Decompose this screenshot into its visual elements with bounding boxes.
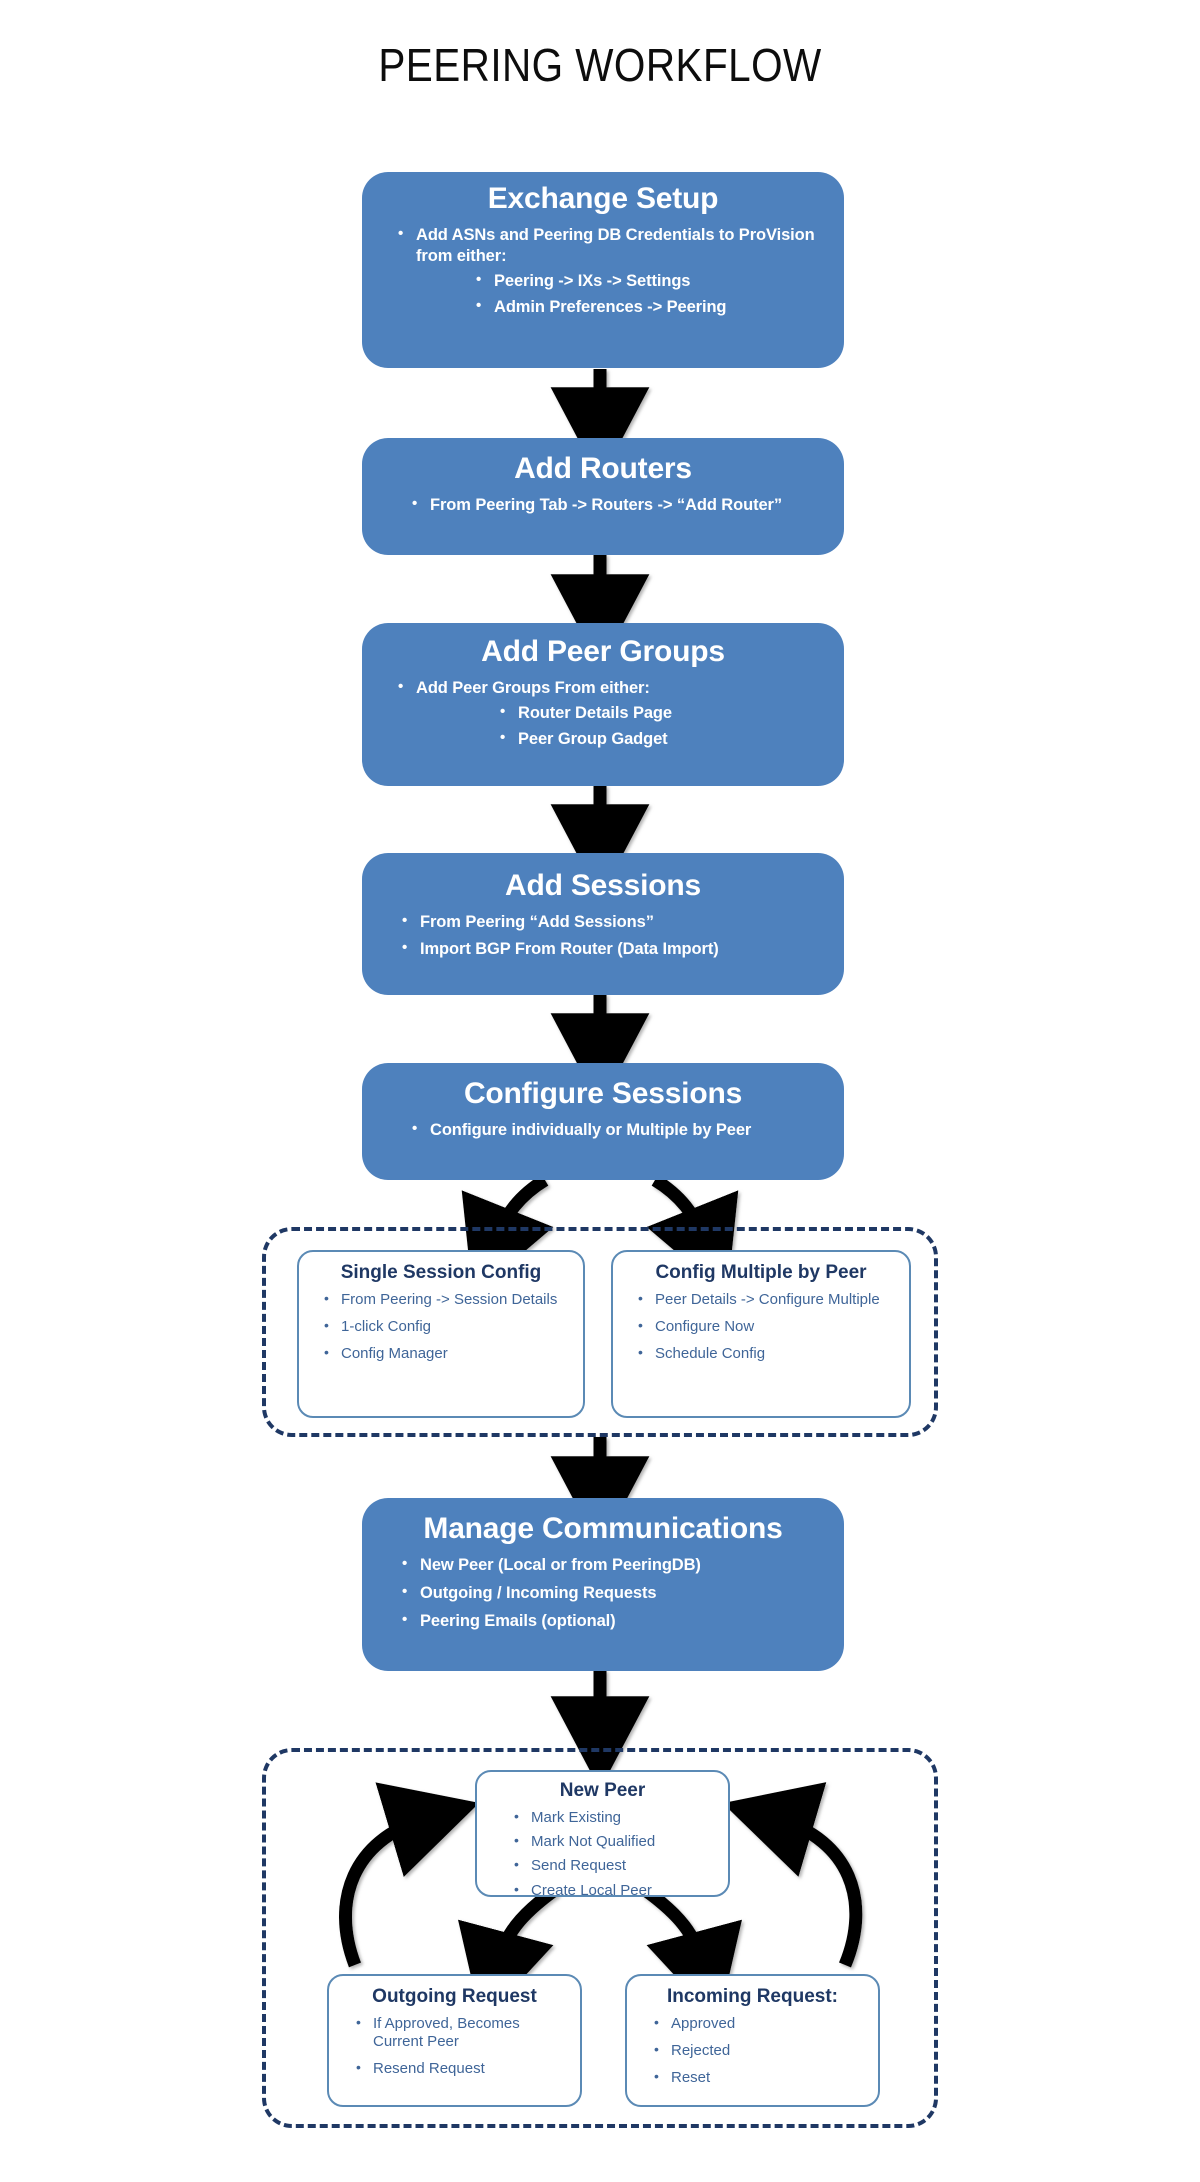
list-item: From Peering Tab -> Routers -> “Add Rout… [408, 494, 830, 516]
subbox-title: Config Multiple by Peer [655, 1262, 867, 1283]
stage-bullet-list: Add ASNs and Peering DB Credentials to P… [376, 224, 830, 267]
subbox-single-session-config[interactable]: Single Session Config From Peering -> Se… [297, 1250, 585, 1418]
stage-bullet-list: From Peering Tab -> Routers -> “Add Rout… [376, 494, 830, 516]
stage-title: Add Sessions [505, 869, 701, 902]
list-item: Schedule Config [635, 1344, 899, 1363]
list-item: Admin Preferences -> Peering [472, 296, 830, 318]
stage-title: Add Routers [514, 452, 692, 485]
list-item: From Peering “Add Sessions” [398, 911, 830, 933]
subbox-config-multiple-by-peer[interactable]: Config Multiple by Peer Peer Details -> … [611, 1250, 911, 1418]
stage-manage-communications[interactable]: Manage Communications New Peer (Local or… [362, 1498, 844, 1671]
stage-title: Add Peer Groups [481, 635, 725, 668]
list-item: Outgoing / Incoming Requests [398, 1582, 830, 1604]
subbox-item-list: If Approved, Becomes Current Peer Resend… [339, 2014, 570, 2079]
list-item: Mark Not Qualified [511, 1832, 718, 1851]
list-item: Config Manager [321, 1344, 573, 1363]
list-item: New Peer (Local or from PeeringDB) [398, 1554, 830, 1576]
stage-add-routers[interactable]: Add Routers From Peering Tab -> Routers … [362, 438, 844, 555]
stage-bullet-list: From Peering “Add Sessions” Import BGP F… [376, 911, 830, 960]
stage-title: Configure Sessions [463, 1077, 743, 1110]
list-item: Resend Request [353, 2059, 570, 2078]
stage-bullet-list: New Peer (Local or from PeeringDB) Outgo… [376, 1554, 830, 1632]
subbox-new-peer[interactable]: New Peer Mark Existing Mark Not Qualifie… [475, 1770, 730, 1900]
list-item: Mark Existing [511, 1808, 718, 1827]
communications-cycle-group [262, 1748, 938, 2128]
list-item: Router Details Page [496, 702, 830, 724]
list-item: Peering Emails (optional) [398, 1610, 830, 1632]
list-item: Configure Now [635, 1317, 899, 1336]
subbox-item-list: From Peering -> Session Details 1-click … [309, 1290, 573, 1364]
list-item: Peering -> IXs -> Settings [472, 270, 830, 292]
subbox-item-list: Mark Existing Mark Not Qualified Send Re… [487, 1808, 718, 1900]
list-item: Reset [651, 2068, 868, 2087]
list-item: Add ASNs and Peering DB Credentials to P… [394, 224, 830, 267]
list-item: Send Request [511, 1856, 718, 1875]
subbox-title: Single Session Config [340, 1262, 542, 1283]
stage-title: Exchange Setup [487, 182, 719, 215]
list-item: Peer Group Gadget [496, 728, 830, 750]
stage-add-peer-groups[interactable]: Add Peer Groups Add Peer Groups From eit… [362, 623, 844, 786]
subbox-item-list: Peer Details -> Configure Multiple Confi… [623, 1290, 899, 1364]
page-title: PEERING WORKFLOW [378, 39, 822, 91]
list-item: From Peering -> Session Details [321, 1290, 573, 1309]
list-item: Add Peer Groups From either: [394, 677, 830, 699]
subbox-title: New Peer [559, 1780, 646, 1801]
stage-subbullet-list: Router Details Page Peer Group Gadget [376, 702, 830, 750]
stage-exchange-setup[interactable]: Exchange Setup Add ASNs and Peering DB C… [362, 172, 844, 368]
config-options-group [262, 1227, 938, 1437]
list-item: If Approved, Becomes Current Peer [353, 2014, 570, 2052]
stage-bullet-list: Configure individually or Multiple by Pe… [376, 1119, 830, 1141]
subbox-incoming-request[interactable]: Incoming Request: Approved Rejected Rese… [625, 1974, 880, 2107]
stage-title: Manage Communications [423, 1512, 783, 1545]
list-item: 1-click Config [321, 1317, 573, 1336]
stage-configure-sessions[interactable]: Configure Sessions Configure individuall… [362, 1063, 844, 1180]
list-item: Create Local Peer [511, 1881, 718, 1900]
list-item: Peer Details -> Configure Multiple [635, 1290, 899, 1309]
list-item: Configure individually or Multiple by Pe… [408, 1119, 830, 1141]
subbox-item-list: Approved Rejected Reset [637, 2014, 868, 2088]
stage-bullet-list: Add Peer Groups From either: [376, 677, 830, 699]
subbox-title: Incoming Request: [666, 1986, 838, 2007]
list-item: Import BGP From Router (Data Import) [398, 938, 830, 960]
stage-subbullet-list: Peering -> IXs -> Settings Admin Prefere… [376, 270, 830, 318]
subbox-title: Outgoing Request [372, 1986, 537, 2007]
stage-add-sessions[interactable]: Add Sessions From Peering “Add Sessions”… [362, 853, 844, 995]
subbox-outgoing-request[interactable]: Outgoing Request If Approved, Becomes Cu… [327, 1974, 582, 2107]
list-item: Approved [651, 2014, 868, 2033]
list-item: Rejected [651, 2041, 868, 2060]
